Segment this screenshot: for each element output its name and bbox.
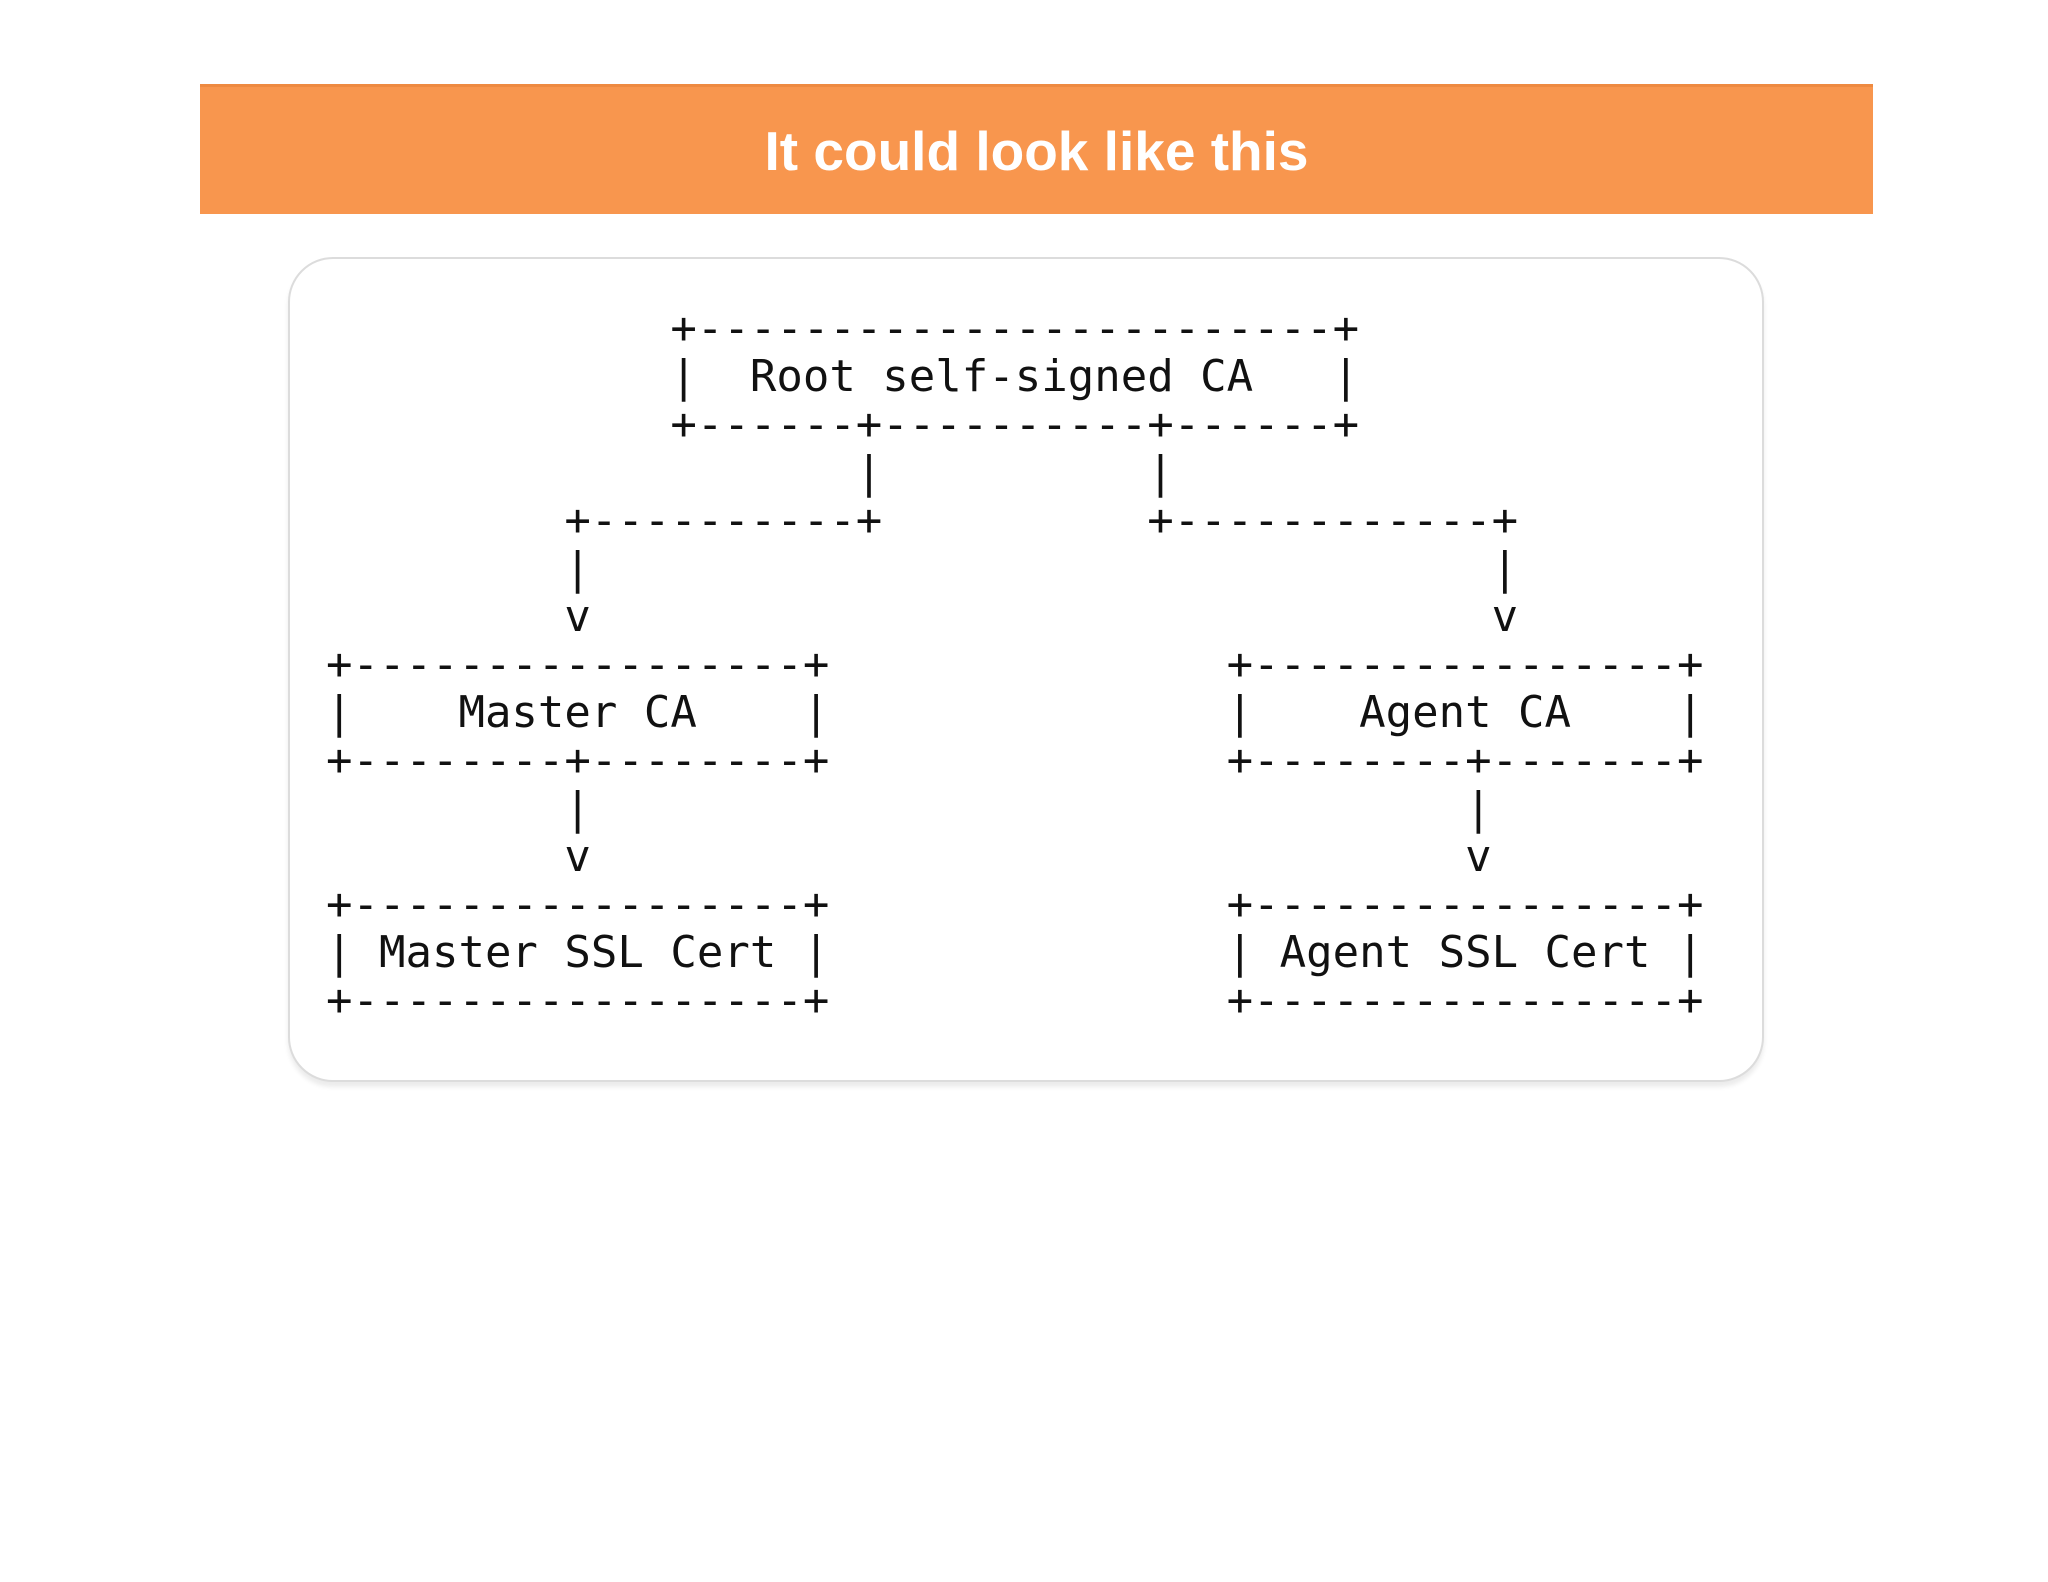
diagram-card: +------------------------+ | Root self-s… <box>288 257 1764 1082</box>
ascii-ca-hierarchy-diagram: +------------------------+ | Root self-s… <box>326 303 1704 1026</box>
slide-title: It could look like this <box>764 119 1309 182</box>
title-bar: It could look like this <box>200 84 1873 214</box>
